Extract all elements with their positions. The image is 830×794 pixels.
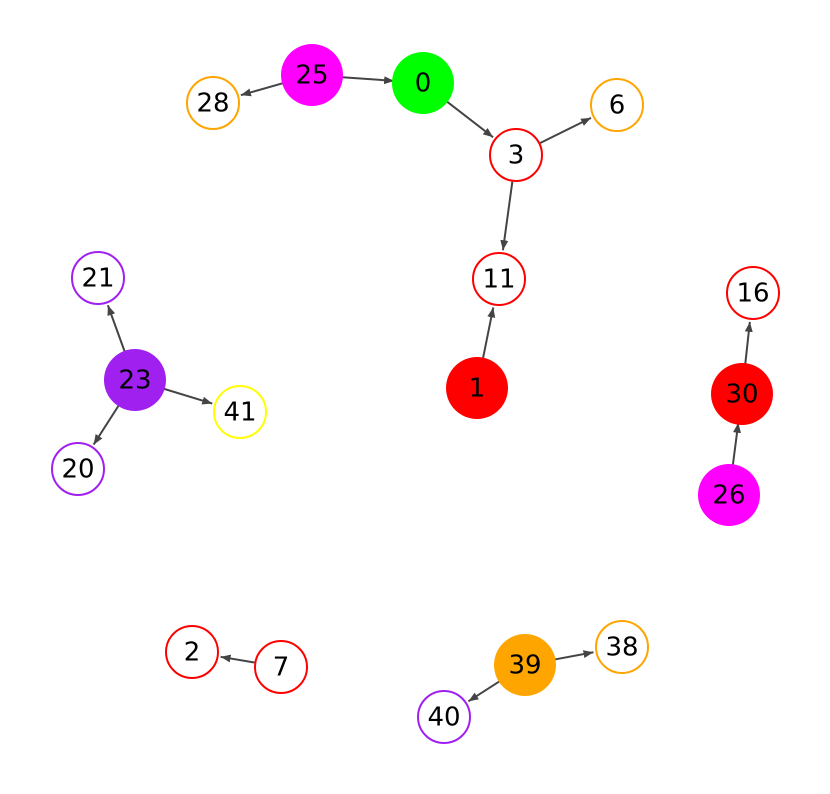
node-7[interactable]: 7 bbox=[254, 640, 308, 694]
node-circle-0[interactable] bbox=[392, 52, 454, 114]
node-label-30: 30 bbox=[725, 380, 758, 410]
edge-25-to-0 bbox=[338, 75, 395, 85]
node-label-41: 41 bbox=[223, 398, 256, 428]
node-circle-23[interactable] bbox=[104, 349, 166, 411]
node-circle-20[interactable] bbox=[51, 442, 105, 496]
edge-23-to-21 bbox=[106, 304, 127, 355]
node-circle-38[interactable] bbox=[595, 620, 649, 674]
edge-39-to-40 bbox=[467, 678, 503, 703]
node-label-11: 11 bbox=[482, 265, 515, 295]
edges-layer bbox=[92, 75, 753, 703]
edge-23-to-20 bbox=[92, 402, 122, 446]
node-38[interactable]: 38 bbox=[595, 620, 649, 674]
node-label-25: 25 bbox=[295, 61, 328, 91]
node-circle-28[interactable] bbox=[186, 76, 240, 130]
node-label-7: 7 bbox=[273, 653, 290, 683]
node-28[interactable]: 28 bbox=[186, 76, 240, 130]
node-label-38: 38 bbox=[605, 633, 638, 663]
node-40[interactable]: 40 bbox=[417, 690, 471, 744]
edge-26-to-30 bbox=[731, 422, 741, 469]
node-41[interactable]: 41 bbox=[213, 385, 267, 439]
node-label-20: 20 bbox=[61, 455, 94, 485]
node-label-0: 0 bbox=[415, 69, 432, 99]
node-circle-40[interactable] bbox=[417, 690, 471, 744]
node-circle-21[interactable] bbox=[71, 251, 125, 305]
node-circle-41[interactable] bbox=[213, 385, 267, 439]
node-30[interactable]: 30 bbox=[711, 363, 773, 425]
node-25[interactable]: 25 bbox=[281, 44, 343, 106]
node-label-3: 3 bbox=[508, 141, 525, 171]
node-20[interactable]: 20 bbox=[51, 442, 105, 496]
node-label-2: 2 bbox=[184, 638, 201, 668]
edge-39-to-38 bbox=[551, 650, 594, 662]
node-circle-26[interactable] bbox=[698, 464, 760, 526]
edge-1-to-11 bbox=[481, 307, 496, 362]
node-2[interactable]: 2 bbox=[165, 625, 219, 679]
node-26[interactable]: 26 bbox=[698, 464, 760, 526]
node-label-23: 23 bbox=[118, 366, 151, 396]
node-circle-39[interactable] bbox=[494, 634, 556, 696]
node-label-40: 40 bbox=[427, 703, 460, 733]
node-6[interactable]: 6 bbox=[590, 78, 644, 132]
node-circle-30[interactable] bbox=[711, 363, 773, 425]
node-11[interactable]: 11 bbox=[472, 252, 526, 306]
node-1[interactable]: 1 bbox=[446, 357, 508, 419]
node-circle-16[interactable] bbox=[726, 266, 780, 320]
node-label-28: 28 bbox=[196, 89, 229, 119]
node-label-16: 16 bbox=[736, 279, 769, 309]
node-label-6: 6 bbox=[609, 91, 626, 121]
edge-7-to-2 bbox=[220, 654, 255, 664]
node-label-21: 21 bbox=[81, 264, 114, 294]
edge-25-to-28 bbox=[240, 81, 287, 97]
node-circle-7[interactable] bbox=[254, 640, 308, 694]
node-circle-25[interactable] bbox=[281, 44, 343, 106]
edge-3-to-11 bbox=[500, 181, 514, 251]
node-label-26: 26 bbox=[712, 481, 745, 511]
edge-30-to-16 bbox=[743, 321, 753, 368]
edge-0-to-3 bbox=[443, 98, 494, 139]
node-0[interactable]: 0 bbox=[392, 52, 454, 114]
node-circle-11[interactable] bbox=[472, 252, 526, 306]
node-circle-6[interactable] bbox=[590, 78, 644, 132]
edge-23-to-41 bbox=[160, 386, 213, 405]
node-circle-1[interactable] bbox=[446, 357, 508, 419]
edge-3-to-6 bbox=[539, 116, 592, 144]
node-23[interactable]: 23 bbox=[104, 349, 166, 411]
node-label-39: 39 bbox=[508, 651, 541, 681]
node-16[interactable]: 16 bbox=[726, 266, 780, 320]
node-3[interactable]: 3 bbox=[489, 128, 543, 182]
node-21[interactable]: 21 bbox=[71, 251, 125, 305]
node-circle-2[interactable] bbox=[165, 625, 219, 679]
node-39[interactable]: 39 bbox=[494, 634, 556, 696]
node-label-1: 1 bbox=[469, 374, 486, 404]
node-circle-3[interactable] bbox=[489, 128, 543, 182]
